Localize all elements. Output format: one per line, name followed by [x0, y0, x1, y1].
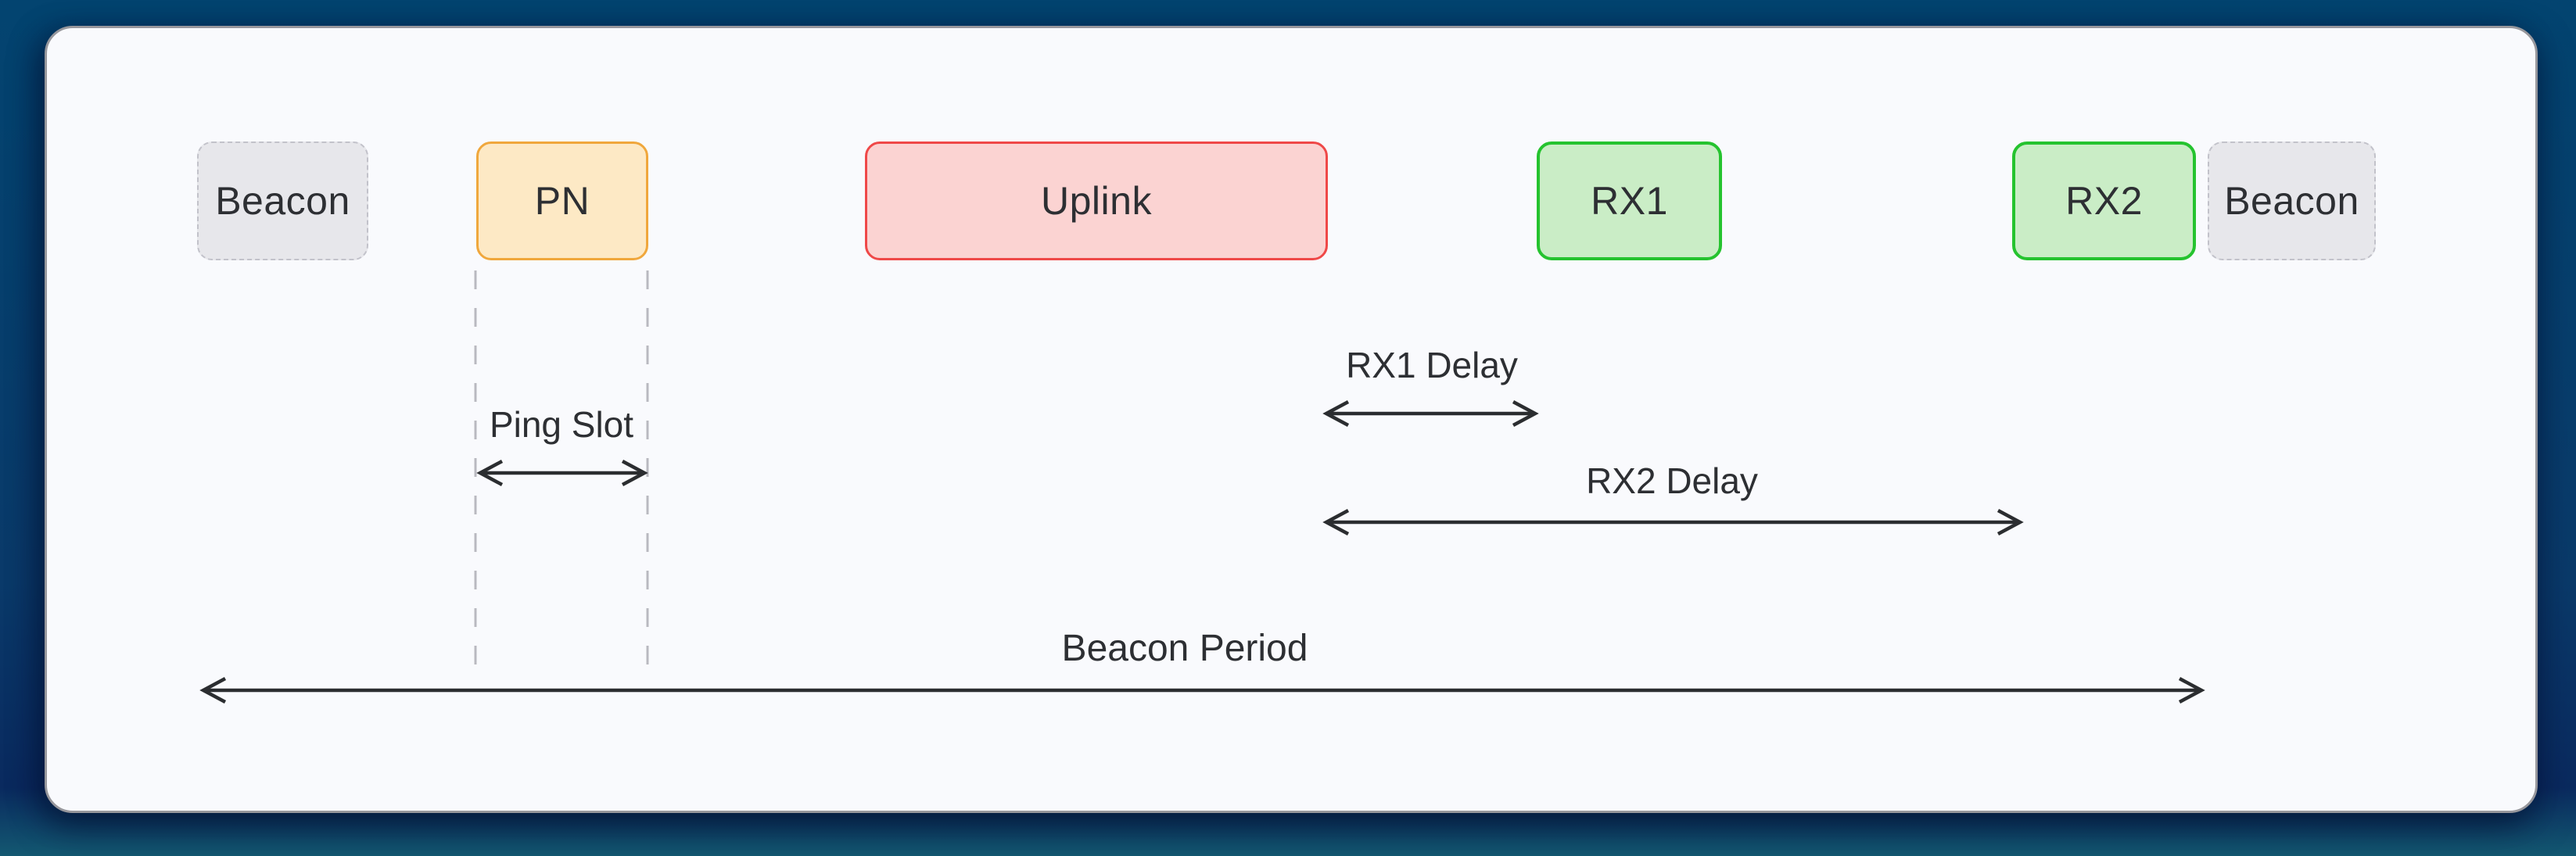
beacon-period-arrow — [199, 677, 2205, 704]
beacon-end-label: Beacon — [2224, 179, 2359, 223]
rx1-delay-annotation-label: RX1 Delay — [1346, 345, 1518, 385]
uplink-label: Uplink — [1041, 179, 1152, 223]
beacon-period-annotation-label: Beacon Period — [1061, 628, 1308, 669]
rx2-label: RX2 — [2065, 179, 2143, 223]
uplink-block: Uplink — [865, 141, 1328, 260]
ping-slot-arrow — [476, 460, 648, 486]
rx2-delay-arrow — [1322, 509, 2024, 535]
beacon-start-label: Beacon — [215, 179, 350, 223]
rx1-block: RX1 — [1537, 141, 1722, 260]
pn-label: PN — [534, 179, 590, 223]
beacon-start-block: Beacon — [197, 141, 368, 260]
rx1-delay-arrow — [1322, 400, 1539, 427]
beacon-end-block: Beacon — [2208, 141, 2376, 260]
pn-block: PN — [476, 141, 648, 260]
rx1-label: RX1 — [1591, 179, 1668, 223]
ping-slot-annotation-label: Ping Slot — [489, 404, 634, 445]
rx2-block: RX2 — [2012, 141, 2196, 260]
rx2-delay-annotation-label: RX2 Delay — [1586, 460, 1758, 501]
